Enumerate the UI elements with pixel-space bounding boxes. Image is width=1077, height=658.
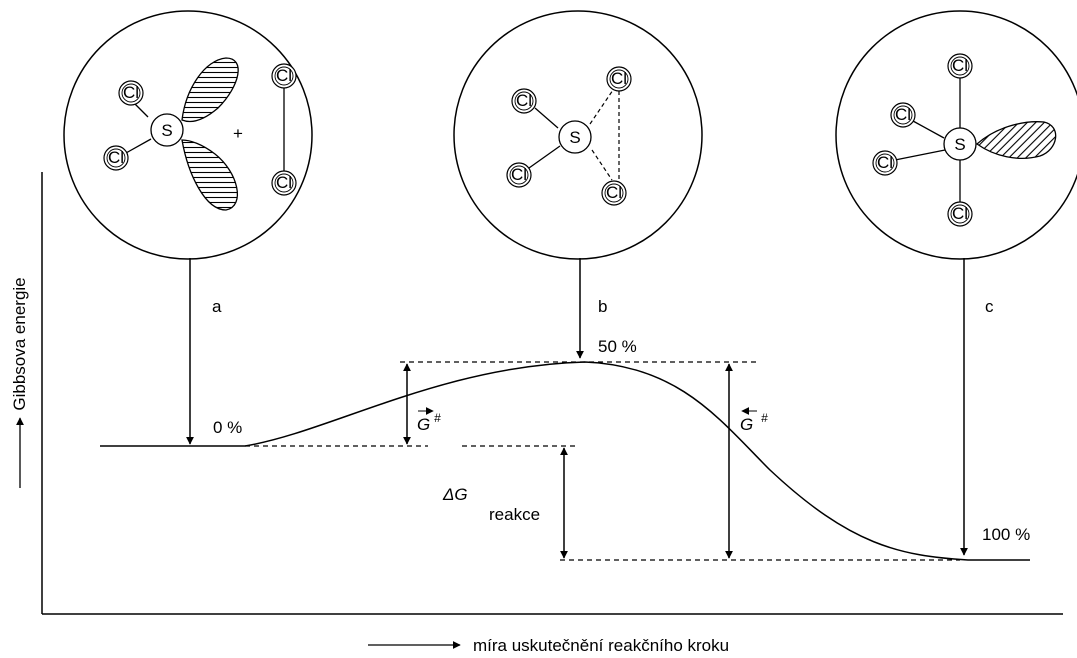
atom-s-b — [558, 120, 592, 154]
molecule-c: S Cl Cl Cl Cl — [835, 10, 1077, 260]
bond-s-cl-lower — [125, 138, 152, 154]
reverse-barrier-label: G # — [740, 407, 768, 434]
y-axis-label: Gibbsova energie — [10, 277, 29, 410]
stage-a-progress: 0 % — [213, 418, 242, 437]
molecule-b-circle — [453, 10, 703, 260]
atom-s-a-label: S — [161, 121, 172, 140]
atom-cl-c-upper-left: Cl — [890, 102, 916, 128]
energy-curve — [100, 361, 1030, 561]
bond-s-cl-b2 — [528, 145, 561, 169]
atom-cl-c-bottom: Cl — [947, 201, 973, 227]
svg-text:Cl: Cl — [516, 91, 532, 110]
plus-sign: + — [233, 124, 243, 143]
svg-text:Cl: Cl — [606, 183, 622, 202]
svg-text:Cl: Cl — [895, 105, 911, 124]
axes — [41, 172, 1063, 615]
svg-text:Cl: Cl — [276, 66, 292, 85]
molecule-a: S Cl Cl + Cl Cl — [63, 10, 313, 260]
stage-b-progress: 50 % — [598, 337, 637, 356]
lone-pair-equatorial — [975, 121, 1057, 159]
svg-text:Cl: Cl — [123, 83, 139, 102]
stage-c-letter: c — [985, 297, 994, 316]
y-axis-label-group: Gibbsova energie — [10, 277, 29, 488]
reaction-delta-symbol: ΔG — [442, 485, 468, 504]
atom-cl-cl2-top: Cl — [271, 63, 297, 89]
stage-c-progress: 100 % — [982, 525, 1030, 544]
svg-text:Cl: Cl — [511, 165, 527, 184]
molecule-a-circle — [63, 10, 313, 260]
atom-s-c-label: S — [954, 135, 965, 154]
lone-pair-lower-lobe — [181, 139, 239, 211]
bond-s-cl-c-upper-left — [912, 120, 945, 139]
atom-cl-a1: Cl — [118, 80, 144, 106]
molecule-b: S Cl Cl Cl Cl — [453, 10, 703, 260]
stage-arrows — [186, 258, 968, 556]
reaction-delta-label: ΔG reakce — [442, 485, 540, 524]
atom-cl-b1: Cl — [511, 88, 537, 114]
atom-s-a — [150, 113, 184, 147]
x-axis-label-group: míra uskutečnění reakčního kroku — [368, 636, 729, 655]
atom-cl-b2: Cl — [506, 162, 532, 188]
svg-text:Cl: Cl — [877, 153, 893, 172]
atom-cl-c-top: Cl — [947, 53, 973, 79]
bond-s-cl-c-lower-left — [894, 149, 946, 161]
atom-cl-c-lower-left: Cl — [872, 150, 898, 176]
reverse-barrier-superscript: # — [761, 411, 768, 425]
atom-cl-b4: Cl — [601, 180, 627, 206]
atom-s-b-label: S — [569, 128, 580, 147]
svg-text:Cl: Cl — [952, 204, 968, 223]
forward-barrier-superscript: # — [434, 411, 441, 425]
atom-cl-b3: Cl — [606, 66, 632, 92]
lone-pair-upper-lobe — [181, 57, 239, 123]
svg-text:Cl: Cl — [611, 69, 627, 88]
svg-text:Cl: Cl — [952, 56, 968, 75]
atom-s-c — [943, 127, 977, 161]
bond-s-cl-b1 — [534, 107, 559, 129]
x-axis-label: míra uskutečnění reakčního kroku — [473, 636, 729, 655]
partial-bond-upper — [589, 89, 614, 125]
energy-profile — [100, 361, 1030, 561]
stage-b-letter: b — [598, 297, 607, 316]
svg-text:Cl: Cl — [108, 148, 124, 167]
stage-a-letter: a — [212, 297, 222, 316]
energy-arrows — [403, 363, 733, 559]
atom-cl-cl2-bottom: Cl — [271, 170, 297, 196]
forward-barrier-symbol: G — [417, 415, 430, 434]
reverse-barrier-symbol: G — [740, 415, 753, 434]
atom-cl-a2: Cl — [103, 145, 129, 171]
reaction-delta-subscript: reakce — [489, 505, 540, 524]
svg-text:Cl: Cl — [276, 173, 292, 192]
forward-barrier-label: G # — [417, 407, 441, 434]
reference-lines — [245, 361, 960, 561]
molecule-c-circle — [835, 10, 1077, 260]
partial-bond-lower — [591, 149, 613, 181]
